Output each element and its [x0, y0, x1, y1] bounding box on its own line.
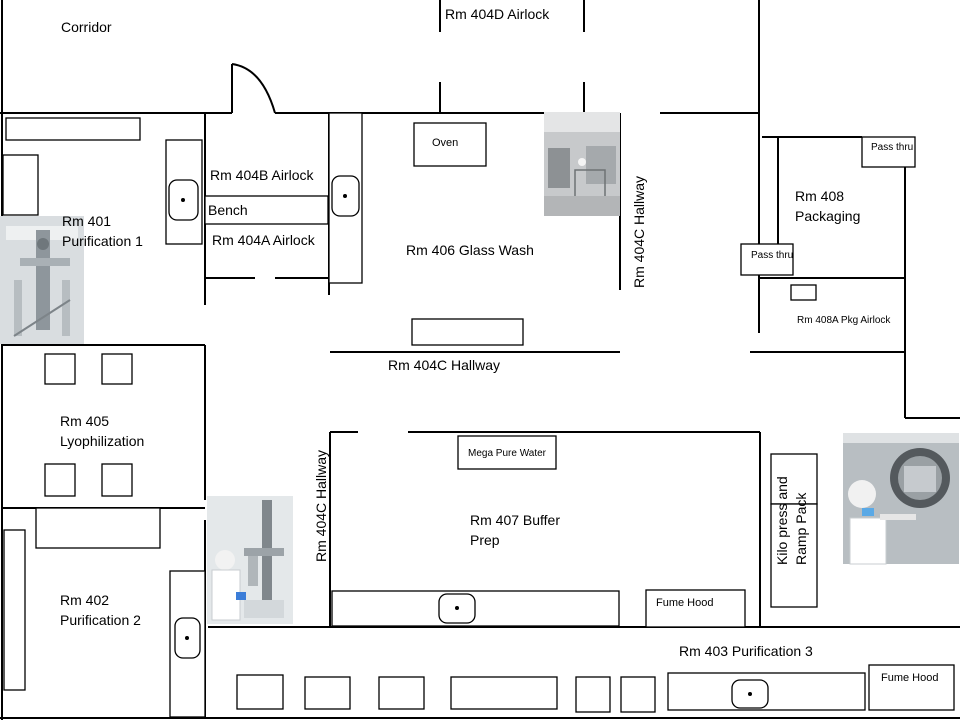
pass-thru-top-label: Pass thru: [871, 142, 913, 153]
rm407-label-line2: Prep: [470, 532, 500, 548]
oven-box: [413, 122, 487, 167]
rm405-label-line2: Lyophilization: [60, 433, 144, 449]
purification-equipment-photo: [0, 216, 84, 344]
pass-thru-top-box: [861, 136, 916, 168]
fume-hood-403-label: Fume Hood: [881, 672, 938, 684]
kilo-press-label-line2: Ramp Pack: [793, 492, 809, 565]
rm402-label-line1: Rm 402: [60, 592, 109, 608]
glass-wash-label: Rm 406 Glass Wash: [406, 242, 534, 258]
pkg-airlock-label: Rm 408A Pkg Airlock: [797, 315, 891, 326]
rm407-label-line1: Rm 407 Buffer: [470, 512, 560, 528]
bench-box: [204, 195, 329, 225]
fixtures: [2, 112, 955, 718]
oven-label: Oven: [432, 137, 458, 149]
rm408-label-line2: Packaging: [795, 208, 860, 224]
rm405-label-line1: Rm 405: [60, 413, 109, 429]
rm402-label-line2: Purification 2: [60, 612, 141, 628]
pass-thru-left-label: Pass thru: [751, 250, 793, 261]
autoclave-operator-photo: [843, 433, 959, 565]
hallway-404c-horizontal-label: Rm 404C Hallway: [388, 357, 500, 373]
kilo-press-label-line1: Kilo press and: [774, 476, 790, 565]
fume-hood-407-box: [645, 589, 746, 628]
pass-thru-left-box: [740, 243, 794, 276]
mega-pure-water-label: Mega Pure Water: [468, 448, 547, 459]
airlock-404a-label: Rm 404A Airlock: [212, 232, 316, 248]
mega-pure-water-box: [457, 435, 557, 470]
rm403-label: Rm 403 Purification 3: [679, 643, 813, 659]
fume-hood-407-label: Fume Hood: [656, 597, 713, 609]
glass-wash-room-photo: [544, 112, 620, 216]
corridor-label: Corridor: [61, 19, 112, 35]
rm408-label-line1: Rm 408: [795, 188, 844, 204]
rm401-label-line2: Purification 1: [62, 233, 143, 249]
airlock-404b-label: Rm 404B Airlock: [210, 167, 314, 183]
hallway-404c-vertical-right-label: Rm 404C Hallway: [631, 176, 647, 288]
room-labels: Corridor Rm 404D Airlock Rm 404B Airlock…: [60, 6, 938, 684]
kilo-press-box: [770, 503, 818, 608]
bench-label: Bench: [208, 202, 248, 218]
fume-hood-403-box: [868, 664, 955, 711]
lab-technician-photo: [207, 496, 293, 624]
rm401-label-line1: Rm 401: [62, 213, 111, 229]
hallway-404c-vertical-left-label: Rm 404C Hallway: [313, 450, 329, 562]
airlock-404d-label: Rm 404D Airlock: [445, 6, 550, 22]
